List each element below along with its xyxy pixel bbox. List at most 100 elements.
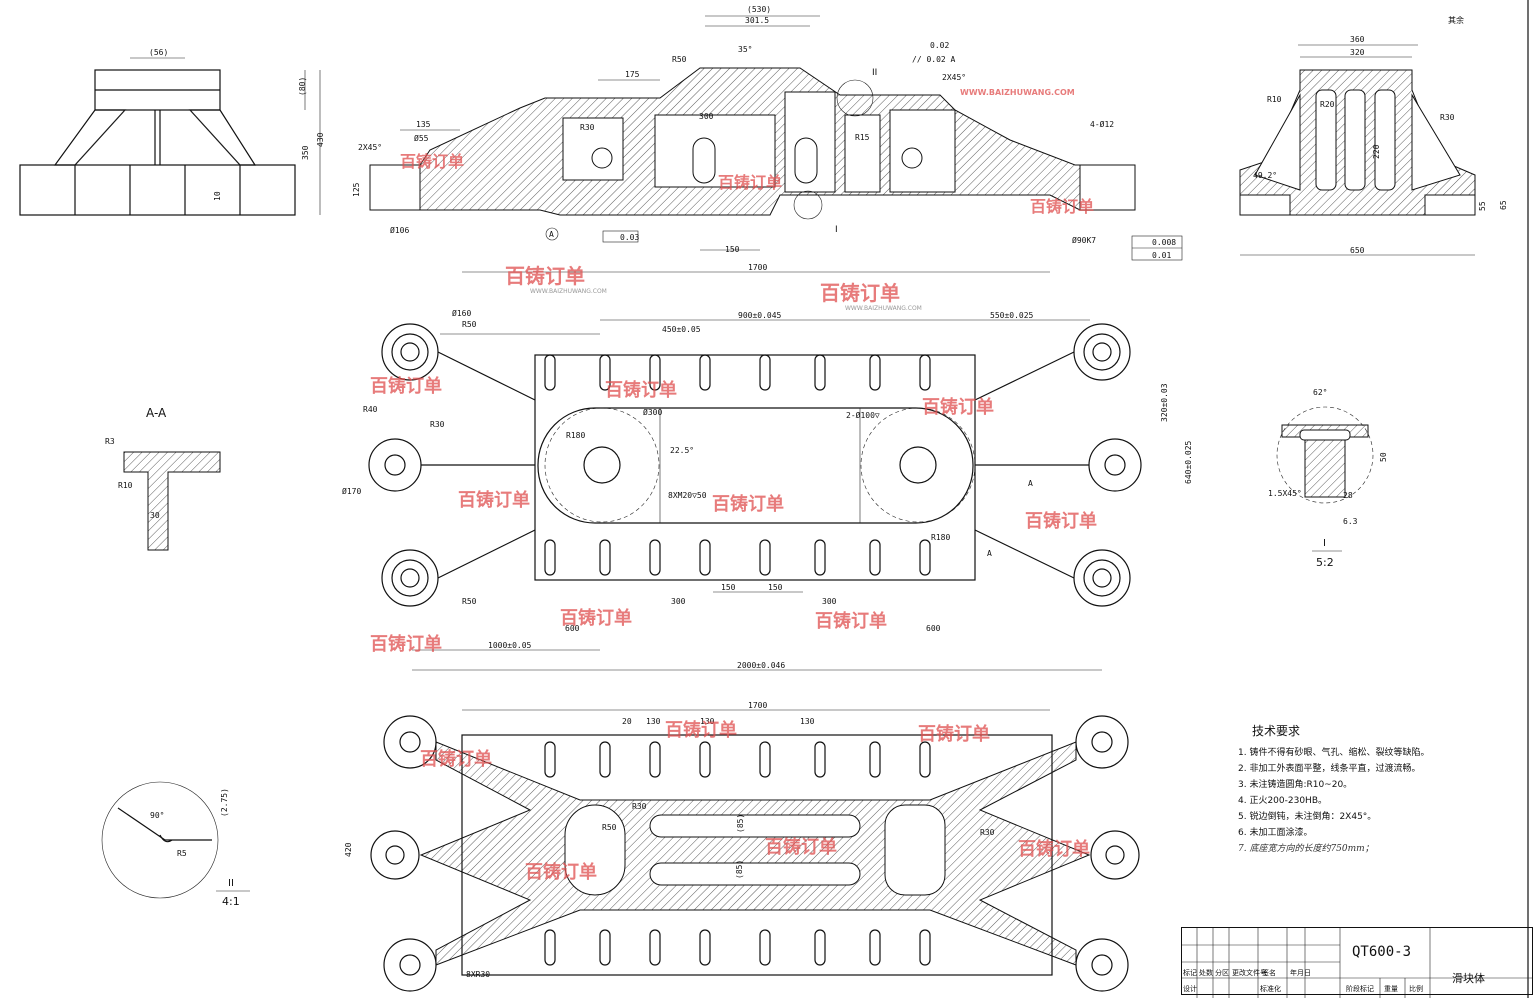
- dim-30-aa: 30: [150, 511, 160, 520]
- dim-d170: Ø170: [342, 486, 361, 496]
- roughness-rest: 其余: [1448, 15, 1464, 25]
- notes-title: 技术要求: [1252, 724, 1301, 738]
- detail-i-title: I: [1323, 538, 1326, 549]
- watermark-3: 百铸订单: [1030, 197, 1094, 216]
- tb-label-mark: 标记: [1183, 969, 1197, 977]
- tb-label-date: 年月日: [1290, 969, 1311, 977]
- tb-label-stage: 阶段标记: [1346, 985, 1374, 993]
- tol-003: 0.03: [620, 233, 639, 242]
- watermark-19: 百铸订单: [1018, 838, 1090, 860]
- dim-d55: Ø55: [414, 133, 429, 143]
- tb-label-design: 设计: [1183, 985, 1197, 993]
- dim-8xm20: 8XM20▽50: [668, 491, 707, 500]
- section-aa-title: A-A: [146, 406, 167, 420]
- dim-135: 135: [416, 120, 431, 129]
- bottom-slots-top: [544, 741, 931, 778]
- dim-80: (80): [298, 77, 307, 96]
- dim-640: 640±0.025: [1184, 440, 1193, 484]
- dim-r30-bottom-b: R30: [980, 828, 995, 837]
- dim-r30-bottom: R30: [632, 802, 647, 811]
- tol-parallel: // 0.02 A: [912, 55, 956, 64]
- dim-d160: Ø160: [452, 308, 471, 318]
- dim-1000: 1000±0.05: [488, 641, 532, 650]
- watermark-11: 百铸订单: [1025, 510, 1097, 532]
- dim-220: 220: [1372, 144, 1381, 159]
- dim-22-5deg: 22.5°: [670, 446, 694, 455]
- dim-300-plan-b: 300: [822, 597, 837, 606]
- watermark-9: 百铸订单: [458, 489, 530, 511]
- note-6: 6. 未加工面涂漆。: [1238, 828, 1313, 838]
- detail-ii: 90° (2.75) R5 II 4:1: [101, 781, 250, 908]
- dim-600: 600: [565, 624, 580, 633]
- dim-r180-b: R180: [931, 533, 950, 542]
- detail-ii-title: II: [228, 878, 234, 889]
- tb-label-zone: 分区: [1215, 969, 1229, 977]
- dim-r30-a: R30: [580, 123, 595, 132]
- dim-65: 65: [1499, 200, 1508, 210]
- tb-label-sign: 签名: [1262, 969, 1276, 977]
- tol-001: 0.01: [1152, 251, 1171, 260]
- dim-4xd12: 4-Ø12: [1090, 119, 1114, 129]
- plan-slots-top: [544, 354, 931, 391]
- dim-r3: R3: [105, 437, 115, 446]
- note-5: 5. 锐边倒钝，未注倒角：2X45°。: [1238, 812, 1377, 822]
- dim-62deg: 62°: [1313, 388, 1327, 397]
- dim-50: 50: [1379, 452, 1388, 462]
- dim-56: (56): [149, 48, 168, 57]
- watermarks: 百铸订单 百铸订单 百铸订单 WWW.BAIZHUWANG.COM 百铸订单 W…: [370, 88, 1097, 883]
- dim-r180: R180: [566, 431, 585, 440]
- dim-130-c: 130: [800, 717, 815, 726]
- dim-d106: Ø106: [390, 225, 409, 235]
- callout-i: I: [835, 225, 838, 235]
- watermark-4: 百铸订单: [505, 264, 585, 288]
- watermark-2: 百铸订单: [718, 173, 782, 192]
- watermark-6: 百铸订单: [370, 375, 442, 397]
- watermark-url-2: WWW.BAIZHUWANG.COM: [530, 288, 607, 295]
- watermark-7: 百铸订单: [605, 379, 677, 401]
- dim-49deg: 49.2°: [1253, 171, 1277, 180]
- dim-2-75: (2.75): [220, 788, 229, 817]
- detail-ii-scale: 4:1: [222, 895, 240, 908]
- dim-85: (85): [736, 814, 745, 833]
- tb-label-weight: 重量: [1384, 985, 1398, 993]
- watermark-url-3: WWW.BAIZHUWANG.COM: [845, 305, 922, 312]
- callout-ii: II: [872, 68, 877, 78]
- dim-350: 350: [301, 145, 310, 160]
- datum-a: A: [549, 230, 554, 239]
- watermark-8: 百铸订单: [922, 396, 994, 418]
- note-4: 4. 正火200-230HB。: [1238, 796, 1327, 806]
- dim-chamfer-left: 2X45°: [358, 143, 382, 152]
- dim-d300: Ø300: [643, 407, 662, 417]
- tb-label-scale: 比例: [1409, 985, 1423, 993]
- dim-r50-plan-b: R50: [462, 597, 477, 606]
- dim-450: 450±0.05: [662, 325, 701, 334]
- dim-2xd100: 2-Ø100▽: [846, 410, 880, 420]
- tol-flatness: 0.02: [930, 41, 949, 50]
- dim-r50: R50: [672, 55, 687, 64]
- dim-r5: R5: [177, 849, 187, 858]
- dim-chamfer-top: 2X45°: [942, 73, 966, 82]
- dim-300: 300: [699, 112, 714, 121]
- dim-r15: R15: [855, 133, 870, 142]
- dim-320: 320: [1350, 48, 1365, 57]
- note-2: 2. 非加工外表面平整，线条平直，过渡流畅。: [1238, 764, 1421, 774]
- dim-130-b: 130: [700, 717, 715, 726]
- watermark-1: 百铸订单: [400, 152, 464, 171]
- bottom-slots-bottom: [544, 929, 931, 966]
- dim-650: 650: [1350, 246, 1365, 255]
- watermark-20: 百铸订单: [525, 861, 597, 883]
- dim-r10-aa: R10: [118, 481, 133, 490]
- dim-600-b: 600: [926, 624, 941, 633]
- watermark-16: 百铸订单: [918, 723, 990, 745]
- dim-8xr30: 8XR30: [466, 970, 490, 979]
- tb-label-std: 标准化: [1260, 985, 1281, 993]
- dim-r30-end: R30: [1440, 113, 1455, 122]
- tb-label-count: 处数: [1199, 969, 1213, 977]
- dim-d90k7: Ø90K7: [1072, 235, 1096, 245]
- dim-35deg: 35°: [738, 45, 752, 54]
- dim-150-plan-b: 150: [768, 583, 783, 592]
- detail-i: 62° 1.5X45° 28 6.3 50 I 5:2: [1268, 388, 1388, 569]
- dim-175: 175: [625, 70, 640, 79]
- dim-r30-plan: R30: [430, 420, 445, 429]
